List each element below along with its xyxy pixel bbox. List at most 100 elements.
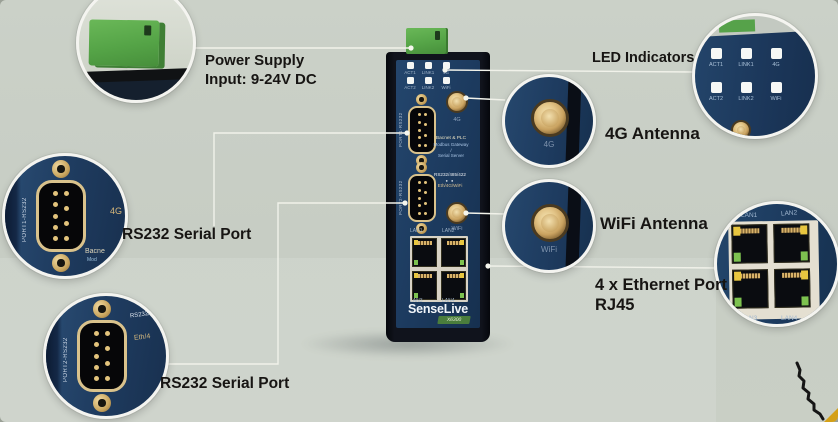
led-square bbox=[710, 82, 722, 93]
rs232-top-label: RS232 Serial Port bbox=[122, 226, 252, 243]
screw-icon bbox=[52, 254, 70, 272]
led-label: 4G bbox=[442, 70, 449, 75]
db9-connector-large bbox=[74, 300, 130, 412]
desc-line: Modbus Gateway bbox=[433, 141, 469, 147]
led-square bbox=[740, 48, 752, 59]
wifi-sma-connector bbox=[531, 204, 569, 242]
led-label: LINK1 bbox=[421, 70, 435, 75]
power-supply-inset bbox=[76, 0, 196, 103]
screw-icon bbox=[416, 155, 427, 166]
text-fragment: 4G bbox=[109, 206, 122, 216]
rj45-pins bbox=[446, 274, 461, 278]
led-label: ACT1 bbox=[708, 62, 724, 68]
gateway-device: ACT1 LINK1 4G ACT2 LINK2 WiFi PORT1-R bbox=[386, 28, 490, 342]
ethernet-line1: 4 x Ethernet Port bbox=[595, 276, 728, 294]
led-act1: ACT1 bbox=[401, 62, 419, 75]
screw-icon bbox=[416, 94, 427, 105]
db9-face bbox=[36, 180, 86, 252]
led-link1: LINK1 bbox=[419, 62, 437, 75]
rs232-port1-inset: PORT1-RS232 4G Bacne Mod bbox=[2, 153, 128, 279]
rs232-bottom-label: RS232 Serial Port bbox=[160, 375, 290, 392]
wifi-connector-label: WiFi bbox=[541, 245, 557, 254]
db9-face bbox=[77, 320, 127, 392]
led-indicators-label: LED Indicators bbox=[592, 50, 695, 66]
device-description: Bacnet & PLC Modbus Gateway / Serial Ser… bbox=[424, 136, 478, 159]
db9-connector bbox=[408, 106, 436, 154]
led-indicators-inset: ACT1 LINK1 4G ACT2 LINK2 WiFi bbox=[692, 13, 818, 139]
led-link2: LINK2 bbox=[419, 77, 437, 90]
network-interfaces-label: Eth/4G/WiFi bbox=[437, 183, 463, 188]
led-square bbox=[424, 62, 432, 69]
green-led bbox=[460, 260, 464, 265]
led-square bbox=[770, 82, 782, 93]
ethernet-label: 4 x Ethernet Port RJ45 bbox=[595, 275, 727, 315]
green-led bbox=[460, 293, 464, 298]
rj45-pins bbox=[417, 274, 432, 278]
led-label: ACT2 bbox=[708, 96, 724, 102]
power-supply-line1: Power Supply bbox=[205, 52, 305, 69]
lan3-label: LAN3 bbox=[410, 298, 423, 304]
led-4g: 4G bbox=[763, 48, 789, 68]
power-supply-label: Power Supply Input: 9-24V DC bbox=[205, 51, 317, 89]
text-fragment: Bacne bbox=[85, 248, 105, 255]
interface-dots: ● ● bbox=[445, 178, 455, 183]
lan3-label: LAN3 bbox=[741, 315, 758, 322]
led-inset-row2: ACT2 LINK2 WiFi bbox=[703, 82, 793, 102]
led-square bbox=[740, 82, 752, 93]
green-led bbox=[414, 293, 418, 298]
led-4g: 4G bbox=[437, 62, 455, 75]
yellow-led bbox=[460, 273, 464, 278]
green-led bbox=[414, 260, 418, 265]
lan4-label: LAN4 bbox=[781, 315, 798, 322]
serial-interfaces-label: RS232/485/422 bbox=[434, 172, 466, 177]
terminal-slot bbox=[435, 31, 440, 40]
desc-line: Bacnet & PLC bbox=[435, 136, 467, 141]
led-wifi: WiFi bbox=[437, 77, 455, 90]
screw-icon bbox=[416, 223, 427, 234]
led-act2: ACT2 bbox=[703, 82, 729, 102]
screw-icon bbox=[93, 394, 111, 412]
ethernet-port-block bbox=[410, 236, 468, 302]
power-supply-line2: Input: 9-24V DC bbox=[205, 71, 317, 88]
led-link2: LINK2 bbox=[733, 82, 759, 102]
led-label: WiFi bbox=[441, 85, 451, 90]
wifi-antenna-label: WiFi Antenna bbox=[600, 214, 708, 233]
yellow-led bbox=[414, 273, 418, 278]
led-square bbox=[406, 77, 414, 84]
db9-connector bbox=[408, 174, 436, 222]
db9-connector-large bbox=[33, 160, 89, 272]
rj45-port bbox=[412, 238, 437, 267]
lan2-label: LAN2 bbox=[442, 228, 455, 234]
led-label: ACT2 bbox=[404, 85, 416, 90]
led-square bbox=[442, 62, 450, 69]
lan4-label: LAN4 bbox=[442, 298, 455, 304]
yellow-led bbox=[460, 240, 464, 245]
panel-edge bbox=[5, 156, 21, 276]
4g-antenna-connector bbox=[446, 91, 468, 113]
brand-logo: SenseLive bbox=[407, 302, 469, 316]
led-label: LINK2 bbox=[738, 96, 754, 102]
rj45-pins bbox=[446, 241, 461, 245]
desc-line: / bbox=[450, 147, 452, 153]
rj45-pins bbox=[417, 241, 432, 245]
led-act2: ACT2 bbox=[401, 77, 419, 90]
screw-icon bbox=[52, 160, 70, 178]
scribble-line bbox=[795, 361, 825, 421]
rj45-port bbox=[412, 271, 437, 300]
device-front-panel: ACT1 LINK1 4G ACT2 LINK2 WiFi PORT1-R bbox=[396, 60, 480, 328]
led-act1: ACT1 bbox=[703, 48, 729, 68]
wifi-connector-label: WiFi bbox=[451, 226, 463, 232]
led-wifi: WiFi bbox=[763, 82, 789, 102]
led-label: ACT1 bbox=[404, 70, 416, 75]
screw-icon bbox=[416, 162, 427, 173]
rj45-port bbox=[441, 238, 466, 267]
led-inset-row1: ACT1 LINK1 4G bbox=[703, 48, 793, 68]
status-led-grid: ACT1 LINK1 4G ACT2 LINK2 WiFi bbox=[401, 62, 457, 92]
led-square bbox=[406, 62, 414, 69]
rs232-port2-inset: PORT2-RS232 RS232/4 Eth/4 bbox=[43, 293, 169, 419]
led-square bbox=[770, 48, 782, 59]
led-square bbox=[424, 77, 432, 84]
